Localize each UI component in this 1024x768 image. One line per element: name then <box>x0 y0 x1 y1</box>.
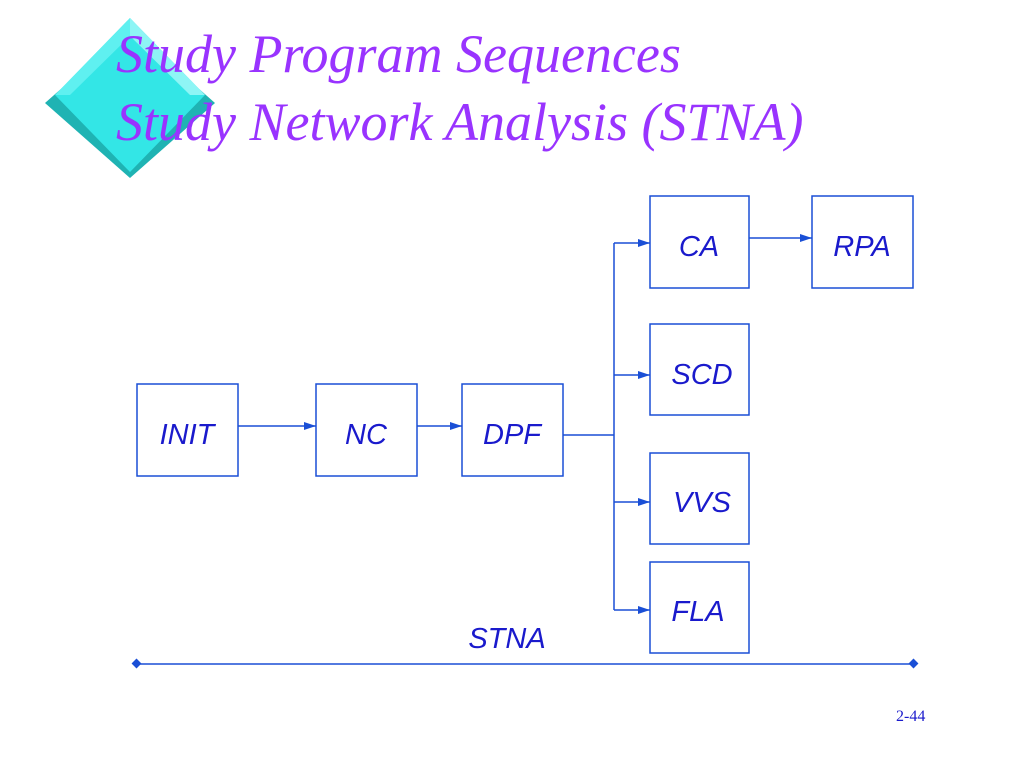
diamond-bullet-icon <box>45 18 215 178</box>
node-rpa-label: RPA <box>833 231 890 263</box>
node-nc-label: NC <box>345 419 388 451</box>
node-fla-label: FLA <box>671 596 724 628</box>
timeline-end-marker <box>908 658 919 669</box>
node-dpf: DPF <box>461 383 564 477</box>
timeline-start-marker <box>131 658 142 669</box>
node-init-label: INIT <box>160 419 217 451</box>
node-nc: NC <box>315 383 418 477</box>
node-scd: SCD <box>649 323 750 416</box>
node-vvs: VVS <box>649 452 750 545</box>
node-fla: FLA <box>649 561 750 654</box>
node-ca-label: CA <box>679 231 719 263</box>
node-scd-label: SCD <box>671 359 732 391</box>
title-line-2: Study Network Analysis (STNA) <box>116 92 804 152</box>
title-line-1: Study Program Sequences <box>116 24 681 84</box>
page-number: 2-44 <box>896 708 926 725</box>
node-vvs-label: VVS <box>673 487 732 519</box>
node-rpa: RPA <box>811 195 914 289</box>
node-ca: CA <box>649 195 750 289</box>
slide-title: Study Program Sequences Study Network An… <box>116 20 803 156</box>
stna-label: STNA <box>468 623 545 655</box>
node-init: INIT <box>136 383 239 477</box>
node-dpf-label: DPF <box>483 419 543 451</box>
